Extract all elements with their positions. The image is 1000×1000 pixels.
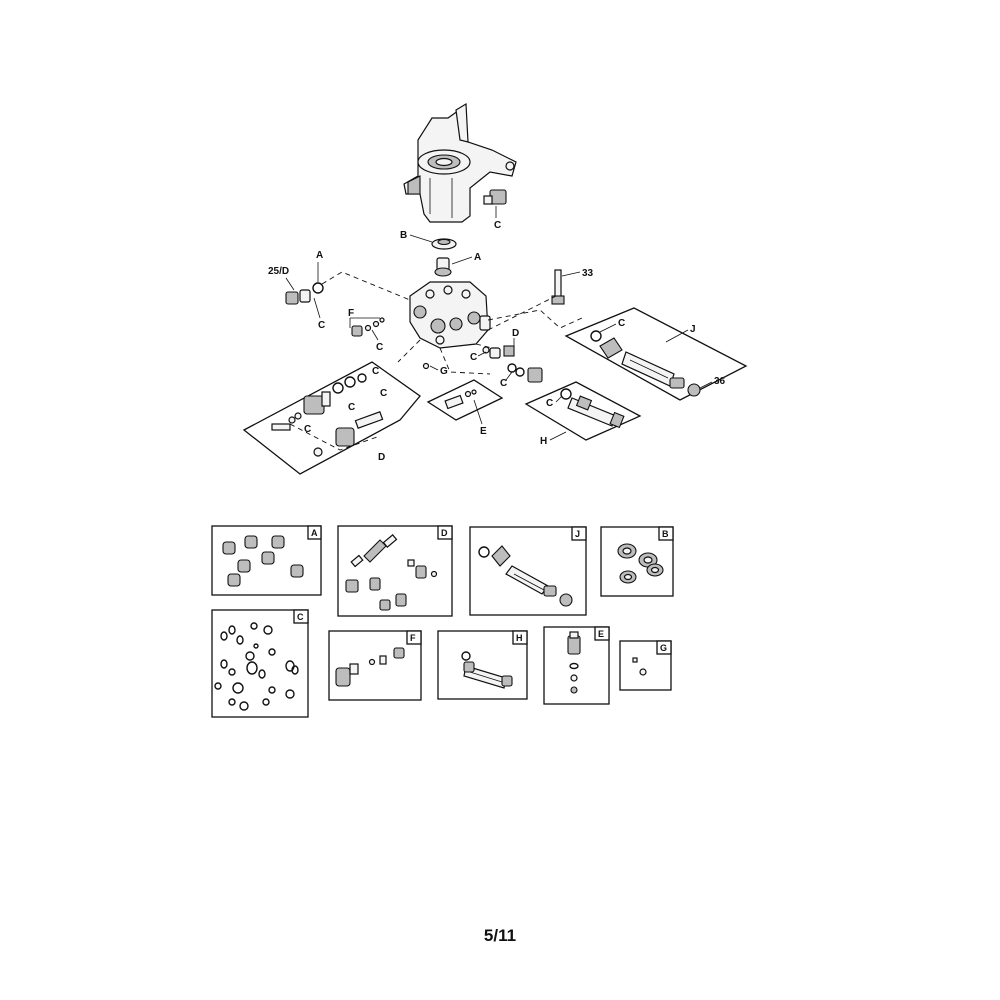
- callout-c-r2: C: [500, 378, 507, 389]
- kit-label-h: H: [516, 633, 523, 643]
- callout-c-j: C: [618, 318, 625, 329]
- kit-label-c: C: [297, 612, 304, 622]
- kit-box-g: G: [619, 640, 672, 691]
- kit-panel-d-left: [242, 361, 421, 475]
- kit-label-g: G: [660, 643, 667, 653]
- kit-box-a: A: [211, 525, 322, 596]
- callout-c-f: C: [376, 342, 383, 353]
- parts-f: [351, 317, 385, 337]
- callout-d-bottom: D: [378, 452, 385, 463]
- callout-d-right: D: [512, 328, 519, 339]
- kit-label-f: F: [410, 633, 416, 643]
- callout-c-mid2: C: [348, 402, 355, 413]
- callout-25d: 25/D: [268, 266, 289, 277]
- callout-c-mid4: C: [304, 424, 311, 435]
- parts-e: [444, 389, 477, 410]
- kit-box-j: J: [469, 526, 587, 616]
- parts-d-right: [482, 345, 543, 383]
- seal-b: [431, 238, 457, 250]
- callout-f: F: [348, 308, 354, 319]
- kit-panel-j: [564, 307, 748, 401]
- kit-box-h: H: [437, 630, 528, 700]
- kit-label-e: E: [598, 629, 604, 639]
- valve-a-top: [434, 257, 452, 277]
- part-j-inlet: [590, 330, 701, 397]
- kit-label-b: B: [662, 529, 669, 539]
- plug-c-top: [483, 189, 507, 205]
- kit-label-a: A: [311, 528, 318, 538]
- page-number: 5/11: [483, 926, 517, 945]
- callout-c-mid1: C: [372, 366, 379, 377]
- kit-box-f: F: [328, 630, 422, 701]
- kit-box-b: B: [600, 526, 674, 597]
- callout-33: 33: [582, 268, 594, 279]
- callout-h: H: [540, 436, 547, 447]
- kit-box-c: C: [211, 609, 309, 718]
- kit-panel-h: [524, 381, 642, 441]
- callout-a-left: A: [316, 250, 323, 261]
- callout-c-r1: C: [470, 352, 477, 363]
- pump-manifold: [409, 281, 491, 349]
- kit-panel-e: [426, 379, 504, 421]
- part-g: [422, 362, 430, 370]
- kit-box-e: E: [543, 626, 610, 705]
- kit-label-j: J: [575, 529, 580, 539]
- callout-36: 36: [714, 376, 726, 387]
- kit-box-d: D: [337, 525, 453, 617]
- callout-c-h: C: [546, 398, 553, 409]
- oring-a-left: [312, 282, 324, 294]
- bolt-33: [551, 269, 565, 305]
- callout-c-mid3: C: [380, 388, 387, 399]
- callout-a-top: A: [474, 252, 481, 263]
- callout-b-top: B: [400, 230, 407, 241]
- callout-c-top: C: [494, 220, 501, 231]
- part-h-filter: [560, 388, 625, 429]
- callout-e: E: [480, 426, 487, 437]
- pump-housing: [403, 102, 517, 223]
- callout-g: G: [440, 366, 448, 377]
- callout-c-left: C: [318, 320, 325, 331]
- plug-25d: [285, 289, 311, 305]
- callout-j: J: [690, 324, 696, 335]
- parts-d-left: [271, 373, 384, 457]
- kit-label-d: D: [441, 528, 448, 538]
